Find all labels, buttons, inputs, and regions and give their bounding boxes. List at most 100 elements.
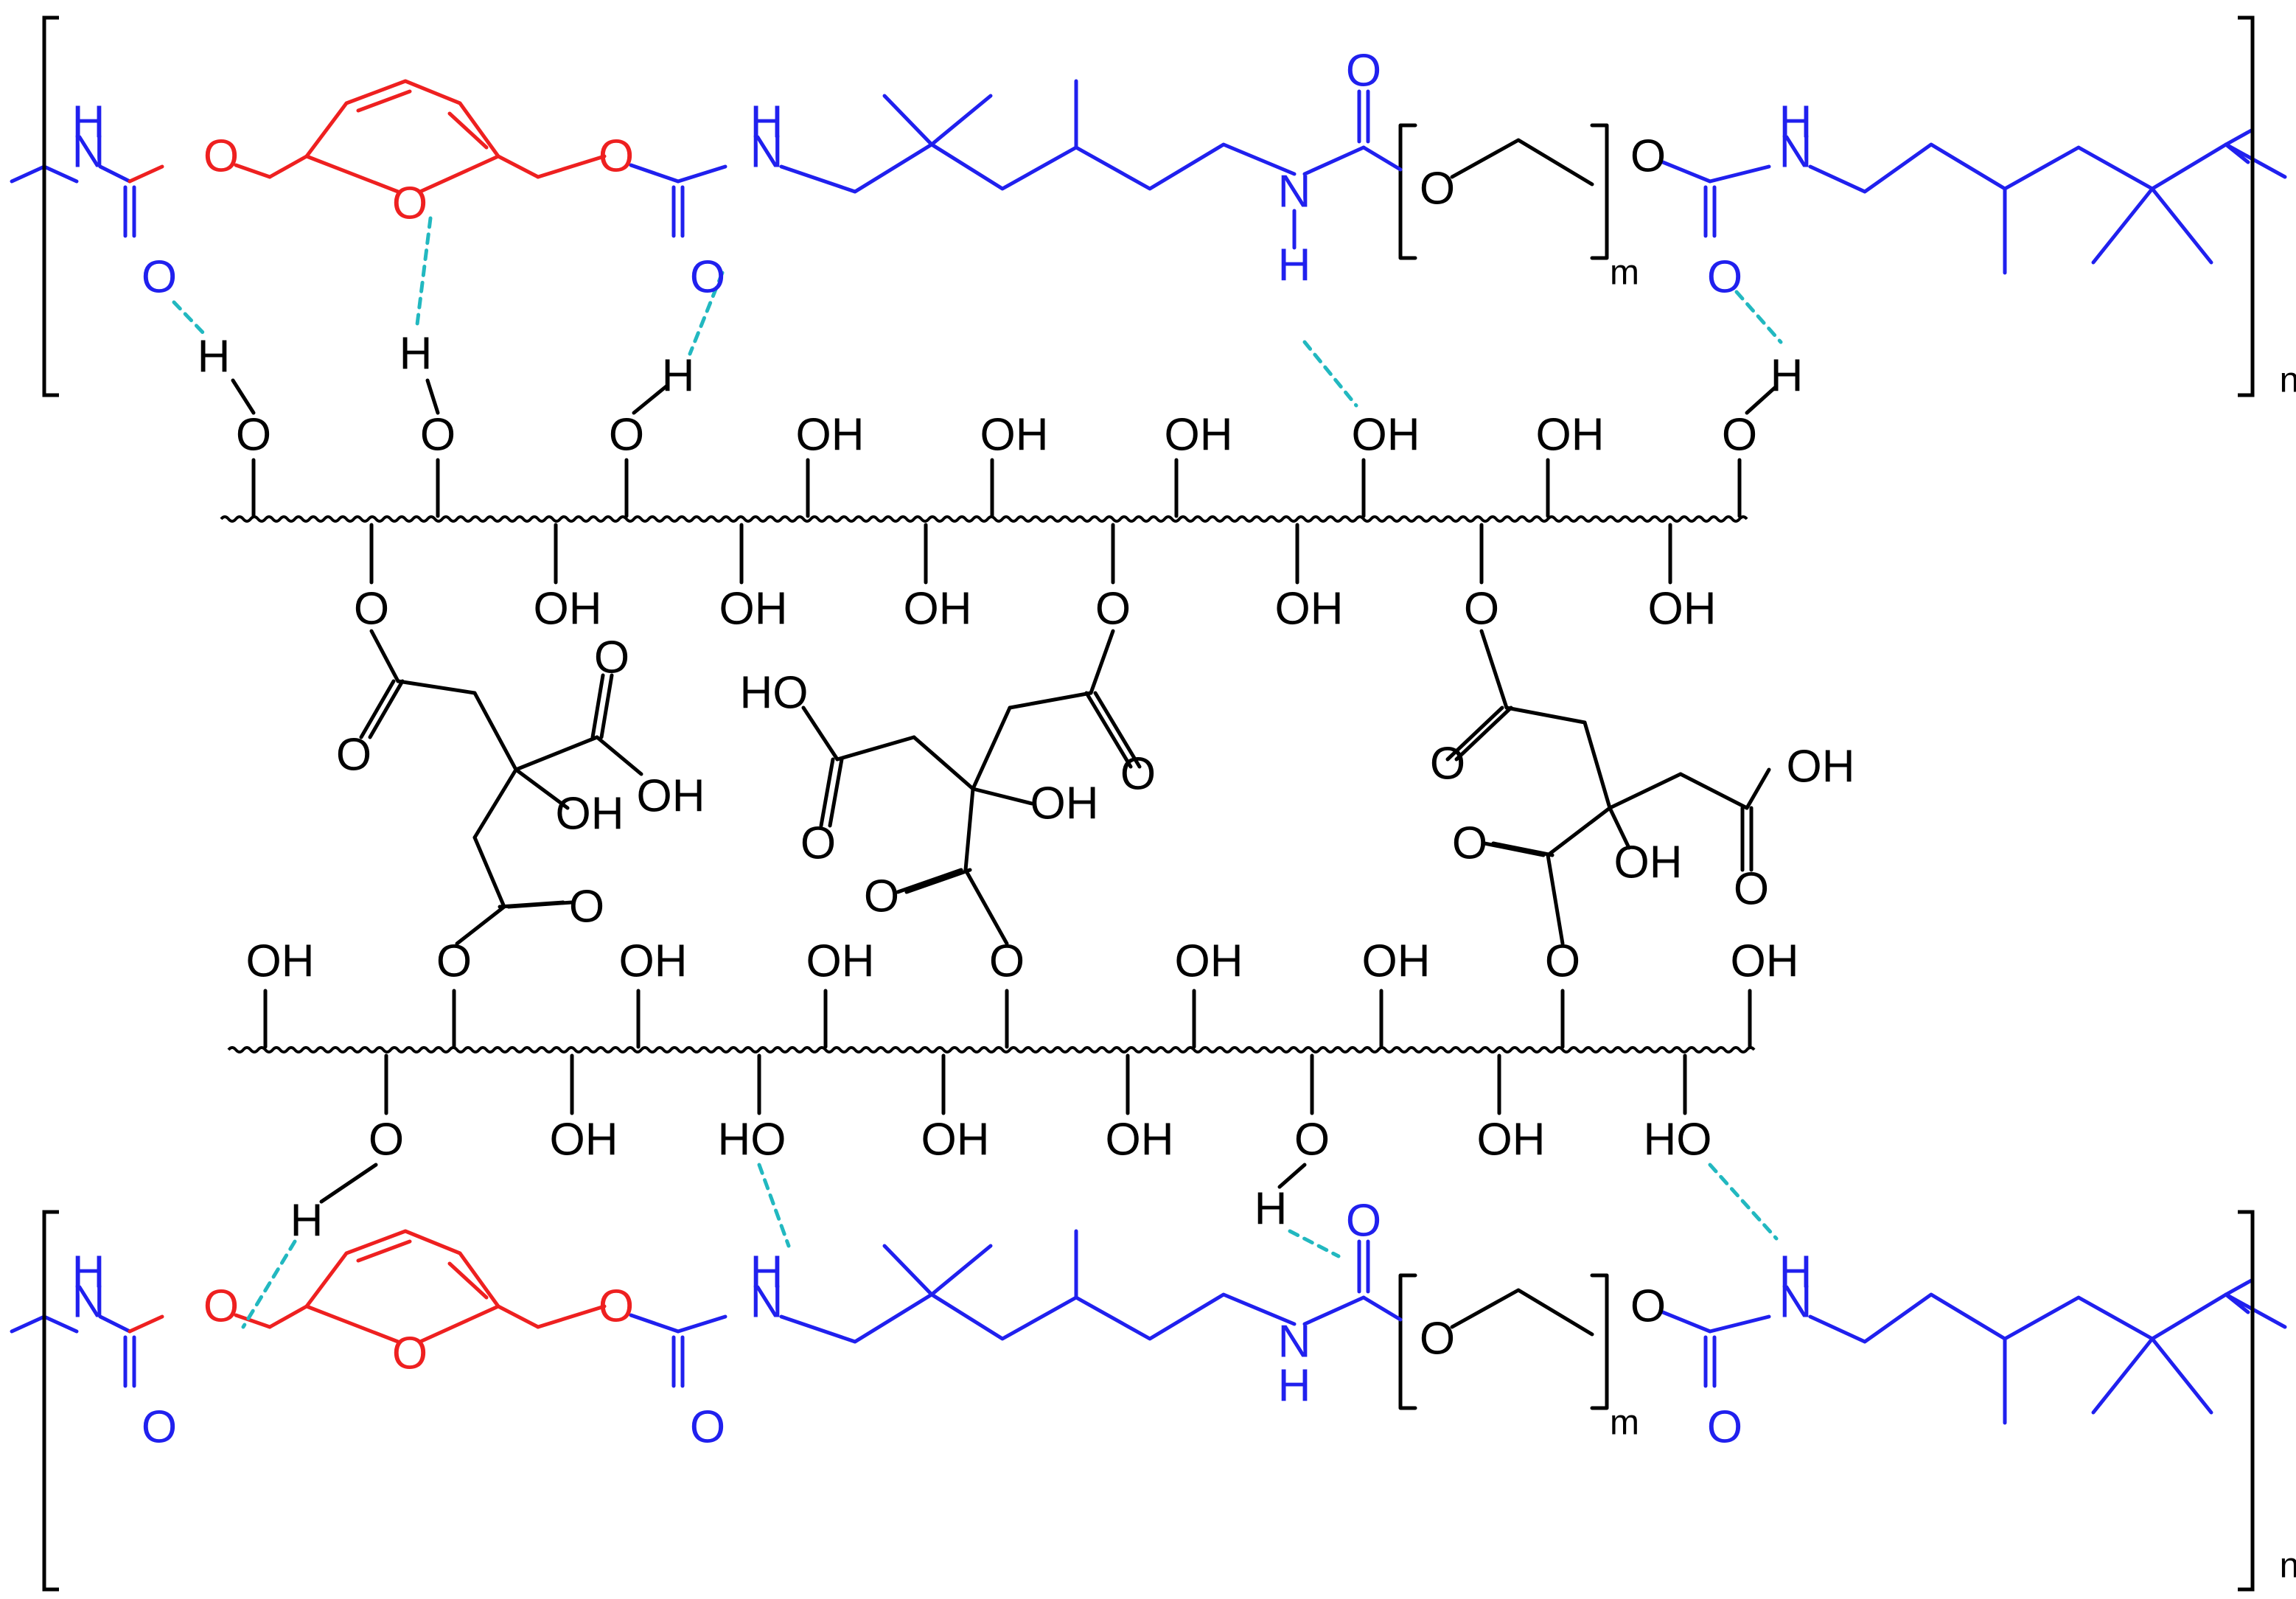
amine-h-label: H — [1779, 1247, 1812, 1298]
amine-h-label: H — [750, 1247, 784, 1298]
chain-bond — [1302, 1295, 1366, 1326]
chain-end-bond — [2224, 1292, 2250, 1314]
methyl-bond — [2091, 187, 2154, 265]
cellulose-backbone-bottom — [227, 1046, 1756, 1053]
hydroxyl-label: O — [369, 1115, 404, 1166]
alkyl-chain-bond — [1808, 142, 2287, 194]
oh-bond — [425, 378, 440, 415]
carbonyl-o-label: O — [1707, 1402, 1742, 1453]
citrate-carbonyl — [1454, 706, 1513, 762]
chain-bond — [1708, 164, 1771, 184]
hydroxyl-h-label: H — [1770, 351, 1804, 402]
repeat-bracket-right — [2238, 1210, 2255, 1592]
hydroxyl-label: OH — [1536, 410, 1605, 461]
citrate-oh-label: OH — [1614, 837, 1683, 888]
chain-bond — [1661, 1310, 1712, 1334]
carbamate-n-label: N — [72, 1277, 105, 1328]
furan-ring-bond — [304, 154, 400, 194]
citrate-bond — [835, 735, 916, 762]
ester-o-label: O — [203, 131, 239, 182]
citrate-bond — [1504, 706, 1587, 725]
methyl-bond — [882, 1244, 934, 1297]
chain-bond — [42, 164, 79, 184]
amine-n-label: N — [1779, 127, 1812, 178]
citrate-o-label: O — [864, 871, 899, 922]
amine-h-label: H — [750, 97, 784, 148]
citrate-oh-label: HO — [740, 668, 809, 719]
hydroxyl-label: HO — [1644, 1115, 1712, 1166]
urea-n-label: N — [1278, 1317, 1311, 1368]
citrate-bond — [801, 706, 840, 762]
oh-bond — [231, 378, 256, 415]
chain-repeat-label: n — [2280, 361, 2296, 400]
ester-o-label: O — [203, 1281, 239, 1332]
repeat-bracket-right — [2238, 15, 2255, 397]
hydroxyl-label: OH — [921, 1115, 990, 1166]
citrate-o-label: O — [1430, 739, 1465, 790]
chain-bond — [1661, 160, 1712, 184]
chain-bond — [496, 1304, 540, 1329]
citrate-carbonyl — [1093, 691, 1142, 769]
carbonyl-o-label: O — [1346, 1196, 1381, 1247]
hydroxyl-label: OH — [1106, 1115, 1174, 1166]
citrate-oh-label: OH — [637, 771, 705, 822]
hydroxyl-label: OH — [1175, 936, 1243, 987]
furan-ring-bond — [418, 154, 500, 194]
citrate-bond — [396, 679, 477, 695]
citrate-carbonyl — [828, 757, 844, 828]
chain-bond — [268, 1304, 309, 1329]
citrate-bond — [514, 735, 599, 772]
chain-bond — [536, 154, 607, 179]
hydroxyl-label: OH — [1275, 584, 1344, 635]
chain-bond — [536, 1304, 607, 1329]
chain-bond — [676, 164, 727, 184]
citrate-o-label: O — [569, 882, 604, 933]
methyl-bond — [882, 94, 934, 147]
chain-end-bond — [2224, 128, 2255, 147]
oh-bond — [319, 1163, 378, 1204]
carbamate-n-label: N — [72, 127, 105, 178]
urea-h-label: H — [1278, 240, 1311, 291]
hydroxyl-label: HO — [718, 1115, 786, 1166]
citrate-carbonyl — [506, 900, 574, 909]
peg-o-label: O — [1420, 164, 1455, 215]
hydroxyl-label: OH — [806, 936, 875, 987]
carbonyl-o-label: O — [690, 1402, 725, 1453]
citrate-bond — [1546, 806, 1612, 857]
methyl-bond — [2150, 187, 2213, 265]
hydroxyl-label: OH — [1731, 936, 1799, 987]
chain-bond — [98, 1314, 132, 1334]
urea-h-label: H — [1278, 1361, 1311, 1412]
furan-ring-bond — [304, 79, 500, 158]
citrate-carbonyl — [590, 673, 605, 739]
methyl-bond — [2150, 1337, 2213, 1415]
citrate-bond — [455, 905, 506, 946]
chain-bond — [1302, 145, 1366, 176]
peg-repeat-label: m — [1610, 1404, 1639, 1443]
furan-ring-bond — [418, 1304, 500, 1344]
carbonyl-o-label: O — [1707, 252, 1742, 303]
peg-bond — [1450, 1288, 1594, 1337]
hydrogen-bond — [415, 216, 433, 327]
peg-o-label: O — [1630, 1281, 1666, 1332]
citrate-bond — [1583, 720, 1612, 810]
citrate-bond — [963, 787, 975, 872]
chain-bond — [42, 1314, 79, 1334]
citrate-carbonyl — [896, 868, 963, 894]
oh-bond — [1745, 384, 1779, 415]
hydrogen-bond — [1708, 1163, 1779, 1241]
amine-n-label: N — [750, 127, 784, 178]
citrate-carbonyl — [359, 679, 396, 739]
hydroxyl-label: O — [989, 936, 1025, 987]
citrate-bond — [1089, 629, 1115, 695]
chain-bond — [1708, 1314, 1771, 1334]
peg-o-label: O — [1420, 1314, 1455, 1365]
furan-ring-bond — [304, 1229, 500, 1309]
hydrogen-bond — [1288, 1229, 1341, 1258]
alkyl-chain-bond — [1808, 1292, 2287, 1344]
hydroxyl-label: O — [236, 410, 271, 461]
citrate-oh-label: OH — [556, 789, 624, 840]
chain-bond — [496, 154, 540, 179]
